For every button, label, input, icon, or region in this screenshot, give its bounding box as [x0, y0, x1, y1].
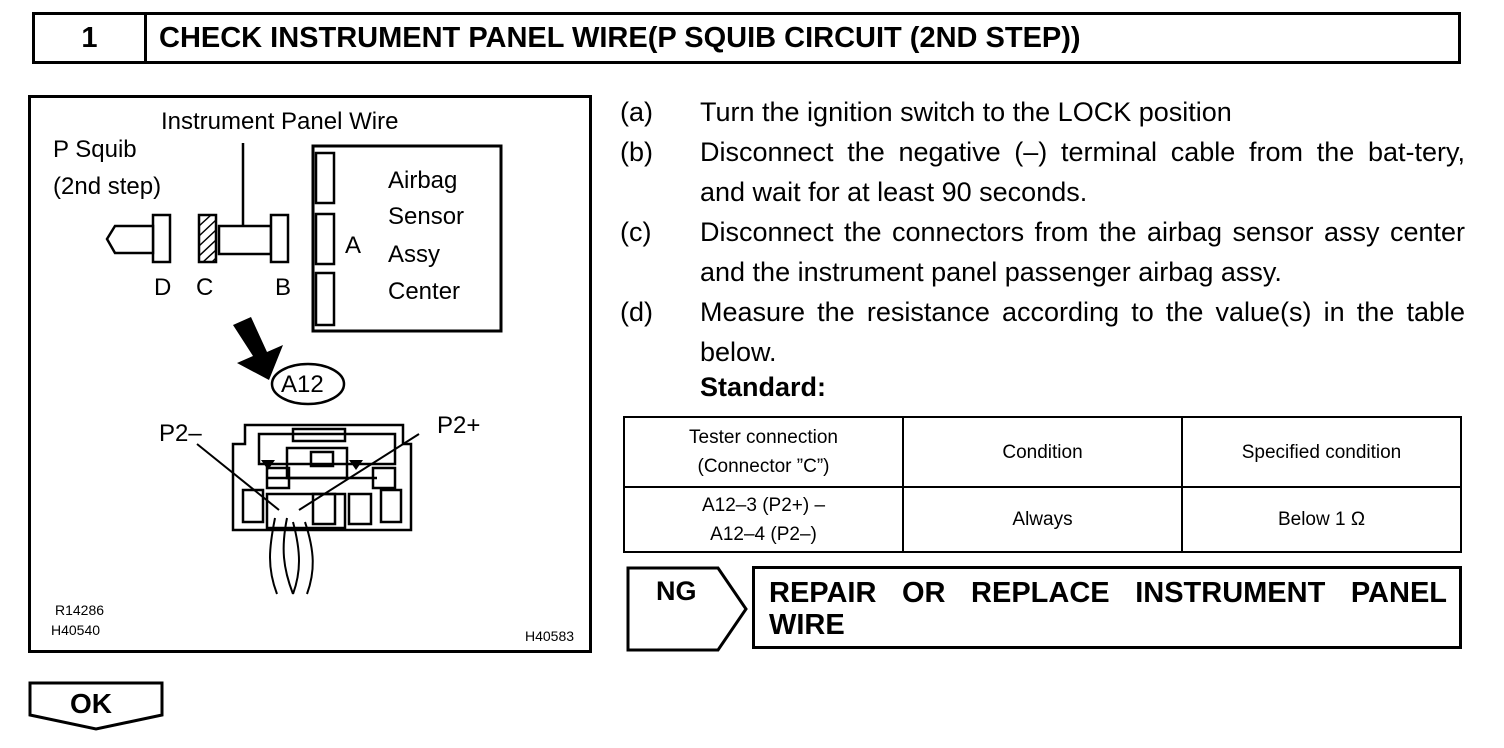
- wire-label: Instrument Panel Wire: [161, 108, 399, 135]
- squib-body: [105, 224, 155, 255]
- procedure-steps: (a) Turn the ignition switch to the LOCK…: [620, 92, 1465, 372]
- figure-code-1: R14286: [55, 602, 105, 618]
- cell-tester-line2: A12–4 (P2–): [710, 523, 817, 545]
- figure-code-3: H40583: [525, 628, 575, 644]
- step-number: 1: [35, 15, 147, 61]
- standard-label: Standard:: [700, 372, 827, 402]
- airbag-sensor-box: [311, 144, 503, 333]
- wiring-figure: Instrument Panel Wire P Squib (2nd step)…: [28, 95, 592, 653]
- sensor-slot-2: [314, 212, 336, 266]
- step-text: Measure the resistance according to the …: [700, 297, 1465, 367]
- header-specified-condition: Specified condition: [1181, 416, 1462, 488]
- squib-label-line2: (2nd step): [53, 173, 162, 200]
- step-item: (a) Turn the ignition switch to the LOCK…: [620, 92, 1465, 132]
- connector-id-label: A12: [281, 371, 324, 398]
- header-tester-line2: (Connector ”C”): [697, 456, 830, 477]
- table-header-row: Tester connection (Connector ”C”) Condit…: [623, 416, 1462, 488]
- cell-condition: Always: [902, 486, 1183, 553]
- step-item: (c) Disconnect the connectors from the a…: [620, 212, 1465, 292]
- step-text: Turn the ignition switch to the LOCK pos…: [700, 97, 1232, 127]
- connector-c-label: C: [196, 274, 214, 301]
- sensor-label-line3: Assy: [388, 241, 441, 268]
- step-text: Disconnect the negative (–) terminal cab…: [700, 137, 1465, 207]
- pin-plus-label: P2+: [437, 412, 481, 439]
- ng-label: NG: [656, 576, 697, 606]
- sensor-slot-3: [314, 271, 336, 327]
- pin-plus-leader: [298, 433, 420, 511]
- table-row: A12–3 (P2+) – A12–4 (P2–) Always Below 1…: [623, 486, 1462, 553]
- ok-arrow-tag: [28, 681, 164, 731]
- connector-d-shape: [151, 213, 172, 264]
- ng-action-box: REPAIR OR REPLACE INSTRUMENT PANEL WIRE: [752, 566, 1462, 649]
- connector-b-shape: [269, 213, 290, 264]
- step-letter: (d): [620, 297, 653, 327]
- cell-tester-connection: A12–3 (P2+) – A12–4 (P2–): [623, 486, 904, 553]
- connector-d-label: D: [154, 274, 172, 301]
- ok-label: OK: [70, 688, 112, 719]
- wire-body: [217, 224, 273, 256]
- down-arrow: [233, 317, 283, 380]
- connector-front-view: [231, 423, 413, 532]
- spec-table: Tester connection (Connector ”C”) Condit…: [623, 416, 1462, 553]
- connector-b-label: B: [275, 274, 292, 301]
- squib-label-line1: P Squib: [53, 136, 137, 163]
- step-header: 1 CHECK INSTRUMENT PANEL WIRE(P SQUIB CI…: [32, 12, 1461, 64]
- wire-leads: [269, 517, 314, 595]
- sensor-slot-1: [314, 151, 336, 205]
- step-item: (b) Disconnect the negative (–) terminal…: [620, 132, 1465, 212]
- sensor-label-line4: Center: [388, 278, 461, 305]
- sensor-label-line1: Airbag: [388, 167, 458, 194]
- cell-specified-condition: Below 1 Ω: [1181, 486, 1462, 553]
- step-letter: (b): [620, 137, 653, 167]
- header-tester-line1: Tester connection: [689, 427, 838, 448]
- step-text: Disconnect the connectors from the airba…: [700, 217, 1465, 287]
- wiring-diagram: [105, 143, 503, 595]
- connector-triangles: [261, 460, 363, 470]
- header-condition: Condition: [902, 416, 1183, 488]
- ng-arrow-tag: [626, 566, 748, 652]
- connector-id-ellipse: [270, 362, 346, 406]
- figure-code-2: H40540: [51, 622, 101, 638]
- pin-minus-leader: [196, 443, 280, 511]
- pin-minus-label: P2–: [159, 420, 202, 447]
- connector-a-label: A: [345, 232, 362, 259]
- step-letter: (a): [620, 97, 653, 127]
- step-item: (d) Measure the resistance according to …: [620, 292, 1465, 372]
- sensor-label-line2: Sensor: [388, 203, 465, 230]
- header-tester-connection: Tester connection (Connector ”C”): [623, 416, 904, 488]
- cell-tester-line1: A12–3 (P2+) –: [701, 494, 826, 516]
- step-letter: (c): [620, 217, 652, 247]
- step-title: CHECK INSTRUMENT PANEL WIRE(P SQUIB CIRC…: [159, 21, 1081, 54]
